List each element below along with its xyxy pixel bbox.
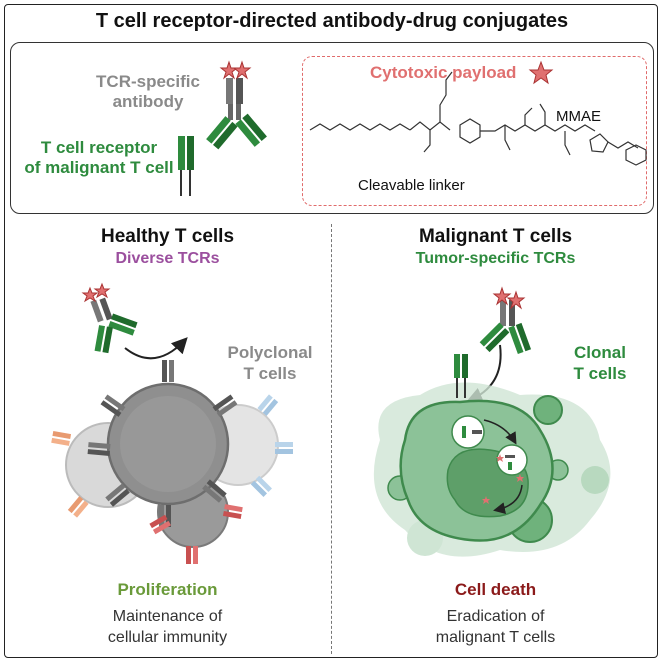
right-outcome: Cell death [454,580,537,599]
mmae-label: MMAE [556,108,601,125]
receptor-label: T cell receptor of malignant T cell [24,138,174,177]
left-heading: Healthy T cells [100,226,235,247]
polyclonal-label: Polyclonal T cells [227,343,313,383]
left-outcome: Proliferation [117,580,218,599]
panel-divider [331,224,332,654]
left-description: Maintenance of cellular immunity [107,608,228,646]
right-subheading: Tumor-specific TCRs [415,250,576,267]
outer-frame [4,4,658,658]
payload-dashed-box [302,56,647,206]
clonal-label: Clonal T cells [573,343,627,383]
payload-label: Cytotoxic payload [370,63,517,82]
right-heading: Malignant T cells [418,226,573,247]
left-subheading: Diverse TCRs [115,250,220,267]
linker-label: Cleavable linker [358,177,465,194]
antibody-label: TCR-specific antibody [96,72,200,111]
right-description: Eradication of malignant T cells [435,608,556,646]
figure-title: T cell receptor-directed antibody-drug c… [95,10,569,32]
